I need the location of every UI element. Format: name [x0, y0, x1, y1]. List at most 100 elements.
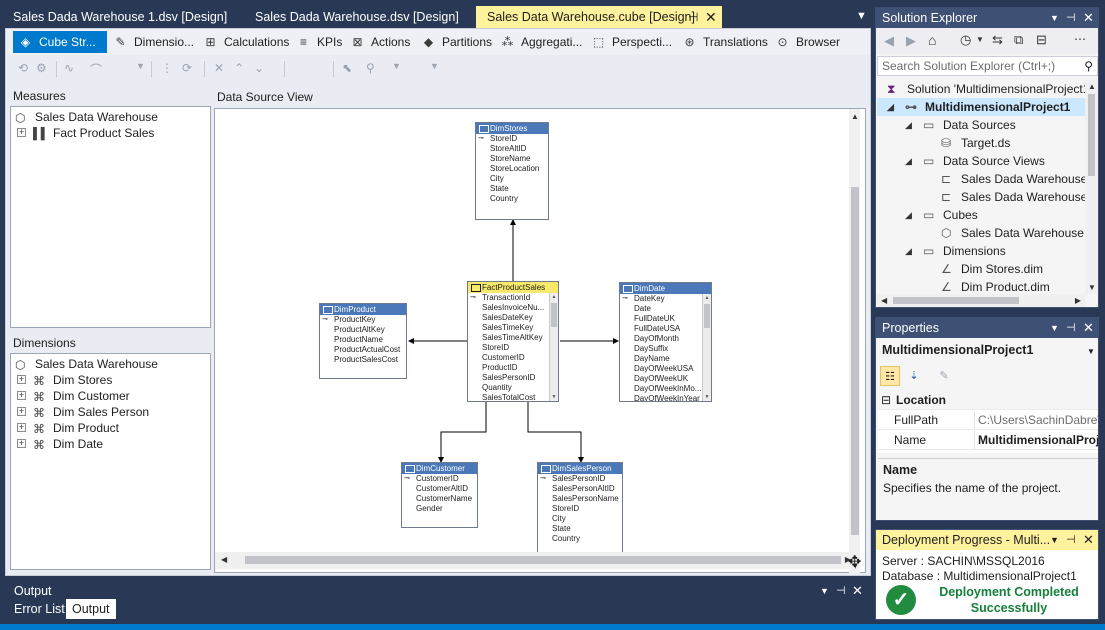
tab-cube-structure[interactable]: ◈Cube Str... [13, 31, 107, 53]
collapse-arrow-icon[interactable]: ◢ [905, 156, 912, 166]
table-column[interactable]: ProductAltKey [334, 325, 385, 334]
property-row-name[interactable]: Name MultidimensionalProject1 [878, 431, 1098, 450]
search-solution-explorer-input[interactable]: Search Solution Explorer (Ctrl+;) ⚲ [877, 56, 1098, 76]
object-dropdown-icon[interactable]: ▼ [1087, 347, 1095, 356]
table-column[interactable]: ProductActualCost [334, 345, 401, 354]
tab-browser[interactable]: ⊙Browser [770, 31, 840, 53]
table-column[interactable]: SalesTimeKey [482, 323, 534, 332]
collapse-arrow-icon[interactable]: ◢ [905, 246, 912, 256]
property-category[interactable]: ⊟ Location [878, 391, 1098, 410]
tab-kpis[interactable]: ≡KPIs [291, 31, 344, 53]
close-icon[interactable]: ✕ [1083, 320, 1094, 335]
expand-icon[interactable]: + [17, 374, 26, 384]
table-dimsalesperson[interactable]: DimSalesPerson ⊸SalesPersonID SalesPerso… [537, 462, 623, 560]
table-column[interactable]: SalesPersonAltID [552, 484, 615, 493]
table-column[interactable]: City [552, 514, 566, 523]
new-measure-icon[interactable]: ∿ [64, 61, 75, 75]
property-pages-icon[interactable]: ✎ [939, 370, 949, 382]
table-column[interactable]: DayOfWeekUK [634, 374, 689, 383]
close-icon[interactable]: ✕ [1083, 10, 1094, 25]
table-dimproduct[interactable]: DimProduct ⊸ProductKey ProductAltKey Pro… [319, 303, 407, 379]
table-column[interactable]: ⊸StoreID [478, 134, 518, 143]
table-dimdate[interactable]: DimDate ⊸DateKey Date FullDateUK FullDat… [619, 282, 712, 402]
dsv-vertical-scrollbar[interactable]: ▲ ▼ [849, 109, 860, 574]
table-scrollbar[interactable]: ▲▼ [549, 293, 558, 401]
table-column[interactable]: SalesPersonName [552, 494, 619, 503]
scroll-up-icon[interactable]: ▲ [704, 295, 710, 301]
table-column[interactable]: Country [490, 194, 519, 203]
doc-tab-dsv-1[interactable]: Sales Dada Warehouse 1.dsv [Design] [0, 6, 240, 28]
expand-icon[interactable]: + [17, 127, 26, 137]
table-column[interactable]: StoreName [490, 154, 531, 163]
home-icon[interactable]: ⌂ [928, 32, 937, 48]
add-dimension-icon[interactable]: ⋮ [161, 61, 173, 75]
expand-icon[interactable]: + [17, 422, 26, 432]
tab-perspectives[interactable]: ⬚Perspecti... [586, 31, 676, 53]
refresh-icon[interactable]: ⟲ [18, 61, 29, 75]
move-up-icon[interactable]: ⌃ [234, 61, 245, 75]
scroll-down-icon[interactable]: ▼ [1088, 283, 1096, 292]
scroll-left-icon[interactable]: ◀ [221, 555, 228, 564]
table-column[interactable]: SalesDateKey [482, 313, 533, 322]
dropdown-arrow-icon[interactable]: ▼ [136, 61, 145, 71]
back-icon[interactable]: ◀ [884, 33, 894, 48]
tab-error-list[interactable]: Error List [14, 602, 65, 616]
show-tables-icon[interactable]: ⬉ [342, 61, 353, 75]
table-column[interactable]: ProductID [482, 363, 518, 372]
collapse-arrow-icon[interactable]: ◢ [887, 102, 894, 112]
scroll-up-icon[interactable]: ▲ [1088, 82, 1096, 91]
close-icon[interactable]: ✕ [705, 9, 717, 25]
window-menu-icon[interactable]: ▼ [1050, 323, 1059, 333]
close-icon[interactable]: ✕ [852, 583, 863, 598]
new-measure-group-icon[interactable]: ⌒ [90, 63, 103, 77]
pin-icon[interactable]: ⊣ [1066, 12, 1076, 24]
table-column[interactable]: ⊸ProductKey [322, 315, 376, 324]
table-dimstores[interactable]: DimStores ⊸StoreID StoreAltID StoreName … [475, 122, 549, 220]
table-scrollbar[interactable]: ▲▼ [702, 294, 711, 401]
search-icon[interactable]: ⚲ [1084, 59, 1093, 73]
scroll-thumb[interactable] [551, 303, 557, 327]
table-column[interactable]: SalesTotalCost [482, 393, 536, 402]
scroll-right-icon[interactable]: ▶ [844, 555, 851, 564]
pending-changes-icon[interactable]: ◷ [960, 32, 972, 47]
table-column[interactable]: ⊸SalesPersonID [540, 474, 606, 483]
move-down-icon[interactable]: ⌄ [254, 61, 265, 75]
layout-dropdown-icon[interactable]: ▼ [430, 61, 439, 71]
table-column[interactable]: SalesInvoiceNu... [482, 303, 545, 312]
collapse-all-icon[interactable]: ⧉ [1014, 32, 1024, 47]
table-column[interactable]: Country [552, 534, 581, 543]
tree-item-project[interactable]: ◢⊶MultidimensionalProject1 [877, 98, 1085, 116]
table-column[interactable]: DayOfMonth [634, 334, 679, 343]
property-row-fullpath[interactable]: FullPath C:\Users\SachinDabre\documents [878, 411, 1098, 430]
doc-tab-dsv[interactable]: Sales Dada Warehouse.dsv [Design] [242, 6, 477, 28]
table-column[interactable]: ⊸CustomerID [404, 474, 459, 483]
collapse-arrow-icon[interactable]: ◢ [905, 120, 912, 130]
table-column[interactable]: StoreLocation [490, 164, 540, 173]
scroll-thumb[interactable] [245, 556, 841, 564]
pin-icon[interactable]: ⊣ [688, 10, 699, 24]
scroll-down-icon[interactable]: ▼ [551, 394, 557, 400]
table-column[interactable]: ⊸DateKey [622, 294, 665, 303]
table-column[interactable]: StoreID [482, 343, 510, 352]
table-factproductsales[interactable]: FactProductSales ⊸TransactionId SalesInv… [467, 281, 559, 402]
collapse-icon[interactable]: ⊟ [881, 393, 892, 407]
table-column[interactable]: State [552, 524, 571, 533]
scroll-thumb[interactable] [704, 304, 710, 328]
table-column[interactable]: DayOfWeekInYear [634, 394, 700, 402]
tab-partitions[interactable]: ◆Partitions [416, 31, 494, 53]
table-column[interactable]: Quantity [482, 383, 512, 392]
tab-calculations[interactable]: ⊞Calculations [198, 31, 290, 53]
expand-icon[interactable]: + [17, 438, 26, 448]
solution-tree-horizontal-scrollbar[interactable]: ◀ ▶ [877, 294, 1085, 307]
expand-icon[interactable]: + [17, 406, 26, 416]
window-menu-icon[interactable]: ▼ [820, 586, 829, 596]
properties-icon[interactable]: ⋯ [1074, 32, 1086, 46]
zoom-dropdown-icon[interactable]: ▼ [392, 61, 401, 71]
dropdown-arrow-icon[interactable]: ▼ [976, 35, 984, 44]
table-column[interactable]: Date [634, 304, 651, 313]
tab-actions[interactable]: ⊠Actions [345, 31, 415, 53]
collapse-arrow-icon[interactable]: ◢ [905, 210, 912, 220]
pin-icon[interactable]: ⊣ [836, 585, 846, 597]
table-column[interactable]: SalesTimeAltKey [482, 333, 543, 342]
table-column[interactable]: DayName [634, 354, 670, 363]
